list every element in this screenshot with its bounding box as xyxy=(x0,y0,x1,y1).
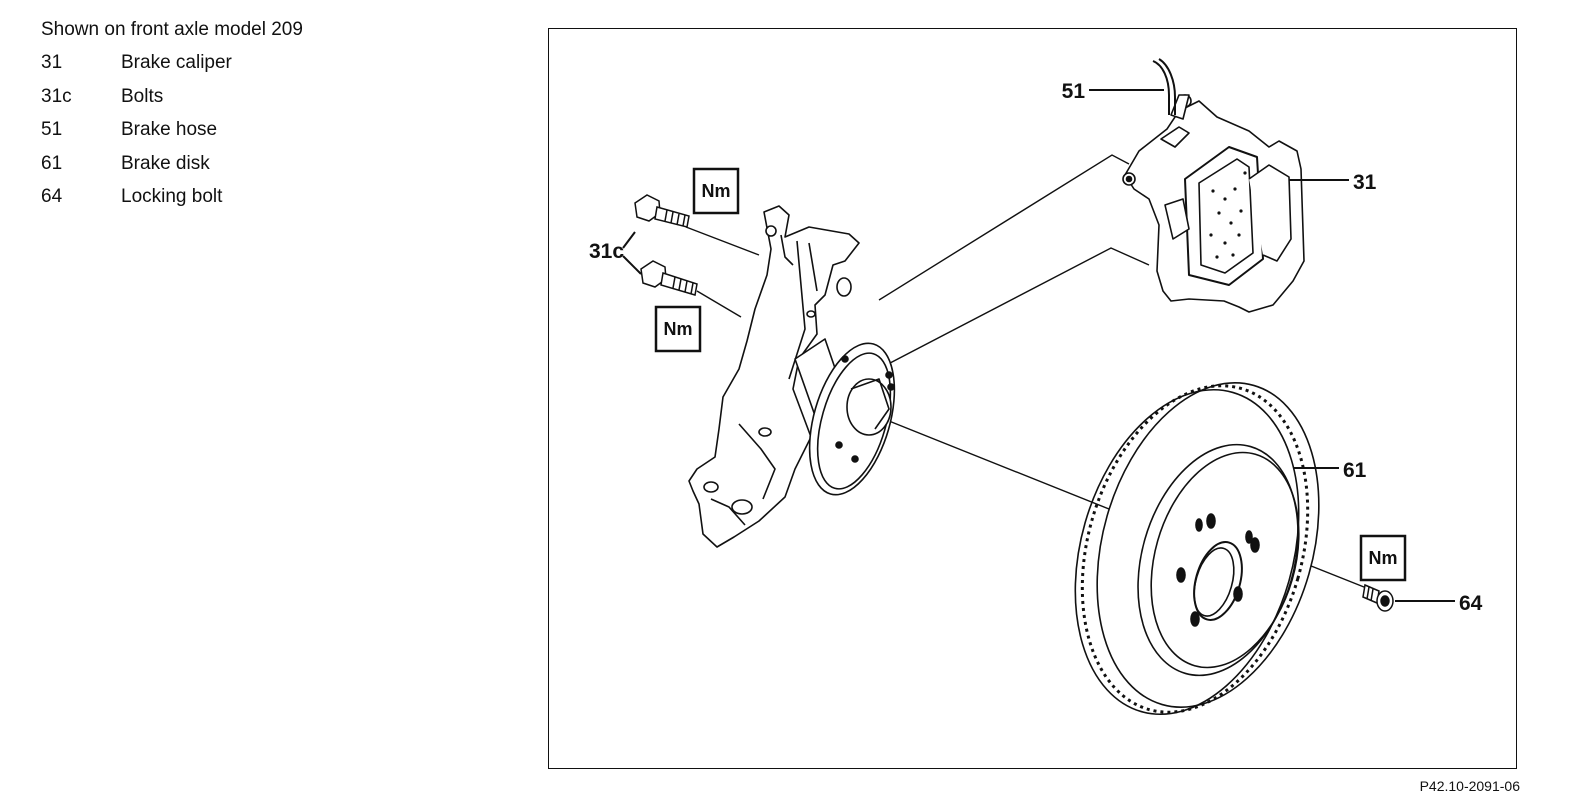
brake-caliper-drawing xyxy=(1122,94,1305,313)
callout-61: 61 xyxy=(1343,459,1367,482)
assembly-guide-lines xyxy=(685,154,1370,590)
callout-leaders xyxy=(622,89,1455,602)
legend: Shown on front axle model 209 31 Brake c… xyxy=(41,18,501,219)
legend-text: Brake disk xyxy=(121,152,210,174)
exploded-diagram-frame: 51 31 31c 61 64 Nm Nm Nm xyxy=(548,28,1517,769)
legend-number: 31 xyxy=(41,52,63,73)
torque-box-bolts-upper: Nm xyxy=(692,167,740,215)
legend-item: 31 Brake caliper xyxy=(41,51,501,85)
legend-text: Locking bolt xyxy=(121,186,223,207)
legend-title: Shown on front axle model 209 xyxy=(41,19,303,40)
legend-number: 51 xyxy=(41,119,63,140)
legend-text: Bolts xyxy=(121,85,164,107)
brake-hose-drawing xyxy=(1152,58,1176,115)
caliper-bolts-drawing xyxy=(634,194,698,296)
torque-label: Nm xyxy=(701,181,730,201)
exploded-diagram: 51 31 31c 61 64 Nm Nm Nm xyxy=(589,58,1483,716)
legend-number: 61 xyxy=(41,152,63,174)
legend-item: 64 Locking bolt xyxy=(41,185,501,219)
brake-disk-drawing xyxy=(1074,382,1320,716)
legend-item: 51 Brake hose xyxy=(41,118,501,152)
torque-label: Nm xyxy=(663,319,692,339)
legend-number: 64 xyxy=(41,186,63,207)
legend-text: Brake hose xyxy=(121,119,218,140)
legend-number: 31c xyxy=(41,85,72,107)
steering-knuckle-drawing xyxy=(688,205,896,548)
figure-code: P42.10-2091-06 xyxy=(1419,778,1520,794)
locking-bolt-drawing xyxy=(1362,583,1394,612)
callout-31c: 31c xyxy=(589,240,624,263)
torque-box-locking-bolt: Nm xyxy=(1359,534,1407,582)
legend-item: 61 Brake disk xyxy=(41,152,501,186)
callout-31: 31 xyxy=(1353,171,1377,194)
callout-51: 51 xyxy=(1062,80,1086,103)
legend-item: 31c Bolts xyxy=(41,85,501,119)
torque-label: Nm xyxy=(1368,548,1397,568)
legend-text: Brake caliper xyxy=(121,52,232,73)
torque-box-bolts-lower: Nm xyxy=(654,305,702,353)
callout-64: 64 xyxy=(1459,592,1483,615)
